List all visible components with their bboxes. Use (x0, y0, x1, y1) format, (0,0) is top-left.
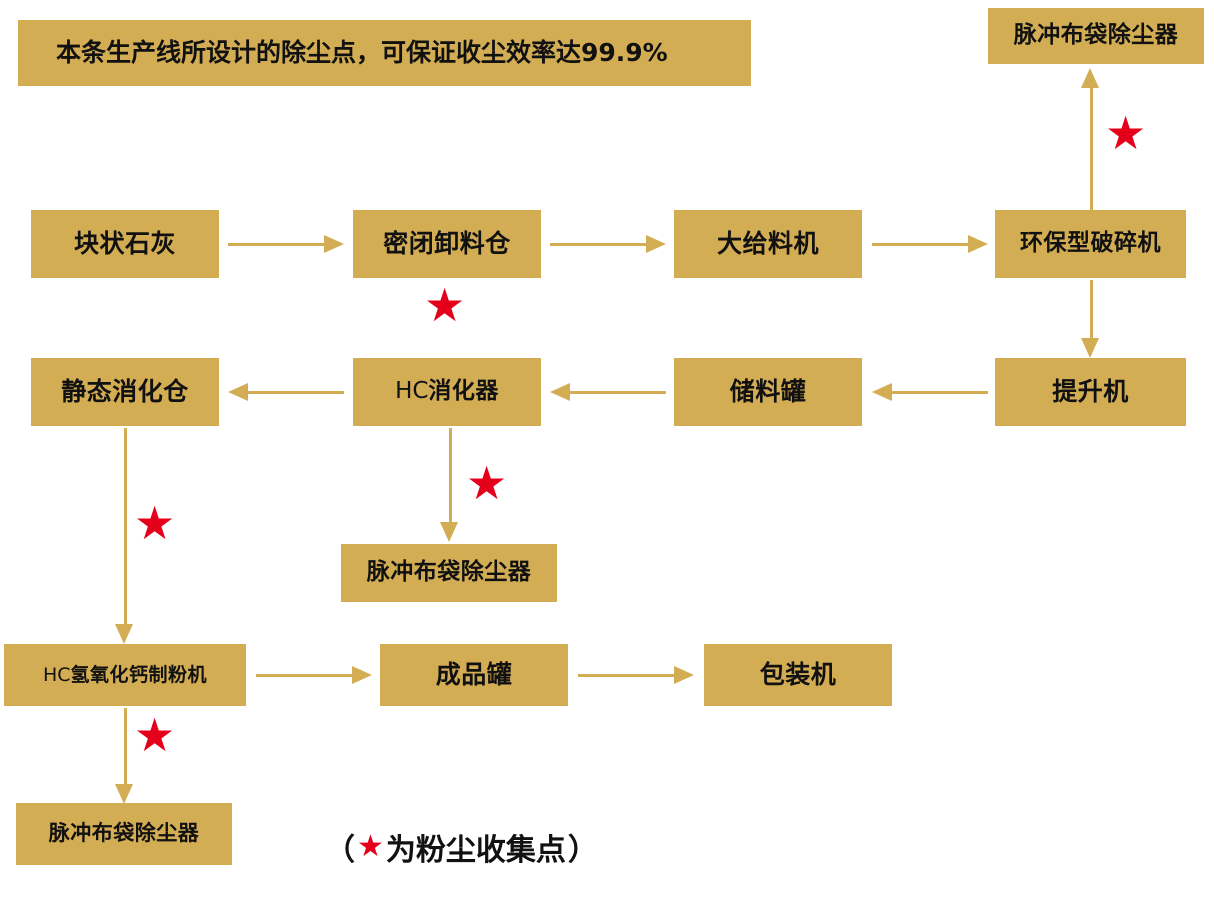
arrow-head-down (440, 522, 458, 542)
legend-close-paren: ） (567, 833, 598, 868)
arrow-head-right (352, 666, 372, 684)
arrow-crusher-to-elevator (1081, 280, 1101, 358)
node-label: 密闭卸料仓 (383, 229, 511, 259)
node-label: 包装机 (759, 660, 837, 690)
legend-star-icon: ★ (357, 829, 384, 864)
node-label: 氢氧化钙制粉机 (70, 663, 208, 686)
star-eco-crusher: ★ (1105, 106, 1147, 160)
arrow-head-left (228, 383, 248, 401)
arrow-shaft (570, 390, 666, 394)
arrow-shaft (872, 242, 968, 246)
arrow-shaft (892, 390, 988, 394)
arrow-shaft (228, 242, 324, 246)
node-label: 储料罐 (729, 377, 807, 407)
arrow-lump-lime-to-sealed-bin (228, 228, 344, 260)
node-storage-tank: 储料罐 (674, 358, 862, 426)
arrow-storage-tank-to-hc-digester (550, 376, 666, 408)
arrow-head-right (646, 235, 666, 253)
node-finished-product-tank: 成品罐 (380, 644, 568, 706)
arrow-shaft (248, 390, 344, 394)
node-label: 脉冲布袋除尘器 (366, 559, 532, 586)
star-hc-mill: ★ (134, 708, 176, 762)
arrow-head-up (1081, 68, 1099, 88)
arrow-head-right (324, 235, 344, 253)
arrow-static-bin-to-hc-mill (115, 428, 135, 644)
node-large-feeder: 大给料机 (674, 210, 862, 278)
arrow-head-down (115, 624, 133, 644)
arrow-shaft (256, 673, 352, 677)
title-banner-text: 本条生产线所设计的除尘点，可保证收尘效率达99.9% (56, 38, 668, 68)
arrow-shaft (123, 708, 127, 786)
node-label: 脉冲布袋除尘器 (1013, 22, 1179, 49)
node-label: 消化器 (428, 378, 499, 405)
star-static-digestion-bin: ★ (134, 496, 176, 550)
node-label: 提升机 (1052, 377, 1129, 407)
node-label-prefix: HC (395, 378, 429, 405)
node-lump-lime: 块状石灰 (31, 210, 219, 278)
legend: （ ★ 为粉尘收集点 ） (325, 825, 598, 869)
node-label: 静态消化仓 (61, 377, 189, 407)
node-label: 环保型破碎机 (1020, 230, 1161, 257)
node-packaging-machine: 包装机 (704, 644, 892, 706)
arrow-shaft (1089, 84, 1093, 212)
arrow-shaft (123, 428, 127, 626)
node-label: 块状石灰 (73, 229, 176, 259)
node-eco-crusher: 环保型破碎机 (995, 210, 1186, 278)
node-elevator: 提升机 (995, 358, 1186, 426)
arrow-elevator-to-storage-tank (872, 376, 988, 408)
star-sealed-discharge-bin: ★ (424, 278, 466, 332)
arrow-feeder-to-crusher (872, 228, 988, 260)
arrow-shaft (550, 242, 646, 246)
node-label: 大给料机 (716, 229, 819, 259)
arrow-finished-tank-to-packaging (578, 659, 694, 691)
arrow-head-down (115, 784, 133, 804)
arrow-shaft (1089, 280, 1093, 340)
arrow-head-right (674, 666, 694, 684)
node-label-prefix: HC (42, 663, 71, 686)
node-label: 成品罐 (435, 660, 513, 690)
node-static-digestion-bin: 静态消化仓 (31, 358, 219, 426)
arrow-head-right (968, 235, 988, 253)
node-dust-collector-top-right: 脉冲布袋除尘器 (988, 8, 1204, 64)
arrow-sealed-bin-to-feeder (550, 228, 666, 260)
arrow-shaft (578, 673, 674, 677)
arrow-crusher-to-dust-collector-top (1081, 68, 1101, 212)
node-dust-collector-middle: 脉冲布袋除尘器 (341, 544, 557, 602)
arrow-head-left (550, 383, 570, 401)
arrow-hc-mill-to-finished-tank (256, 659, 372, 691)
arrow-hc-digester-to-dust-collector-middle (440, 428, 460, 542)
arrow-head-down (1081, 338, 1099, 358)
legend-text: 为粉尘收集点 (385, 833, 566, 868)
legend-open-paren: （ (325, 833, 355, 868)
arrow-hc-digester-to-static-bin (228, 376, 344, 408)
star-hc-digester: ★ (466, 456, 508, 510)
node-dust-collector-bottom-left: 脉冲布袋除尘器 (16, 803, 232, 865)
arrow-shaft (448, 428, 452, 524)
arrow-head-left (872, 383, 892, 401)
arrow-hc-mill-to-dust-collector-bottom (115, 708, 135, 804)
node-label: 脉冲布袋除尘器 (48, 821, 200, 846)
node-sealed-discharge-bin: 密闭卸料仓 (353, 210, 541, 278)
title-banner: 本条生产线所设计的除尘点，可保证收尘效率达99.9% (18, 20, 751, 86)
